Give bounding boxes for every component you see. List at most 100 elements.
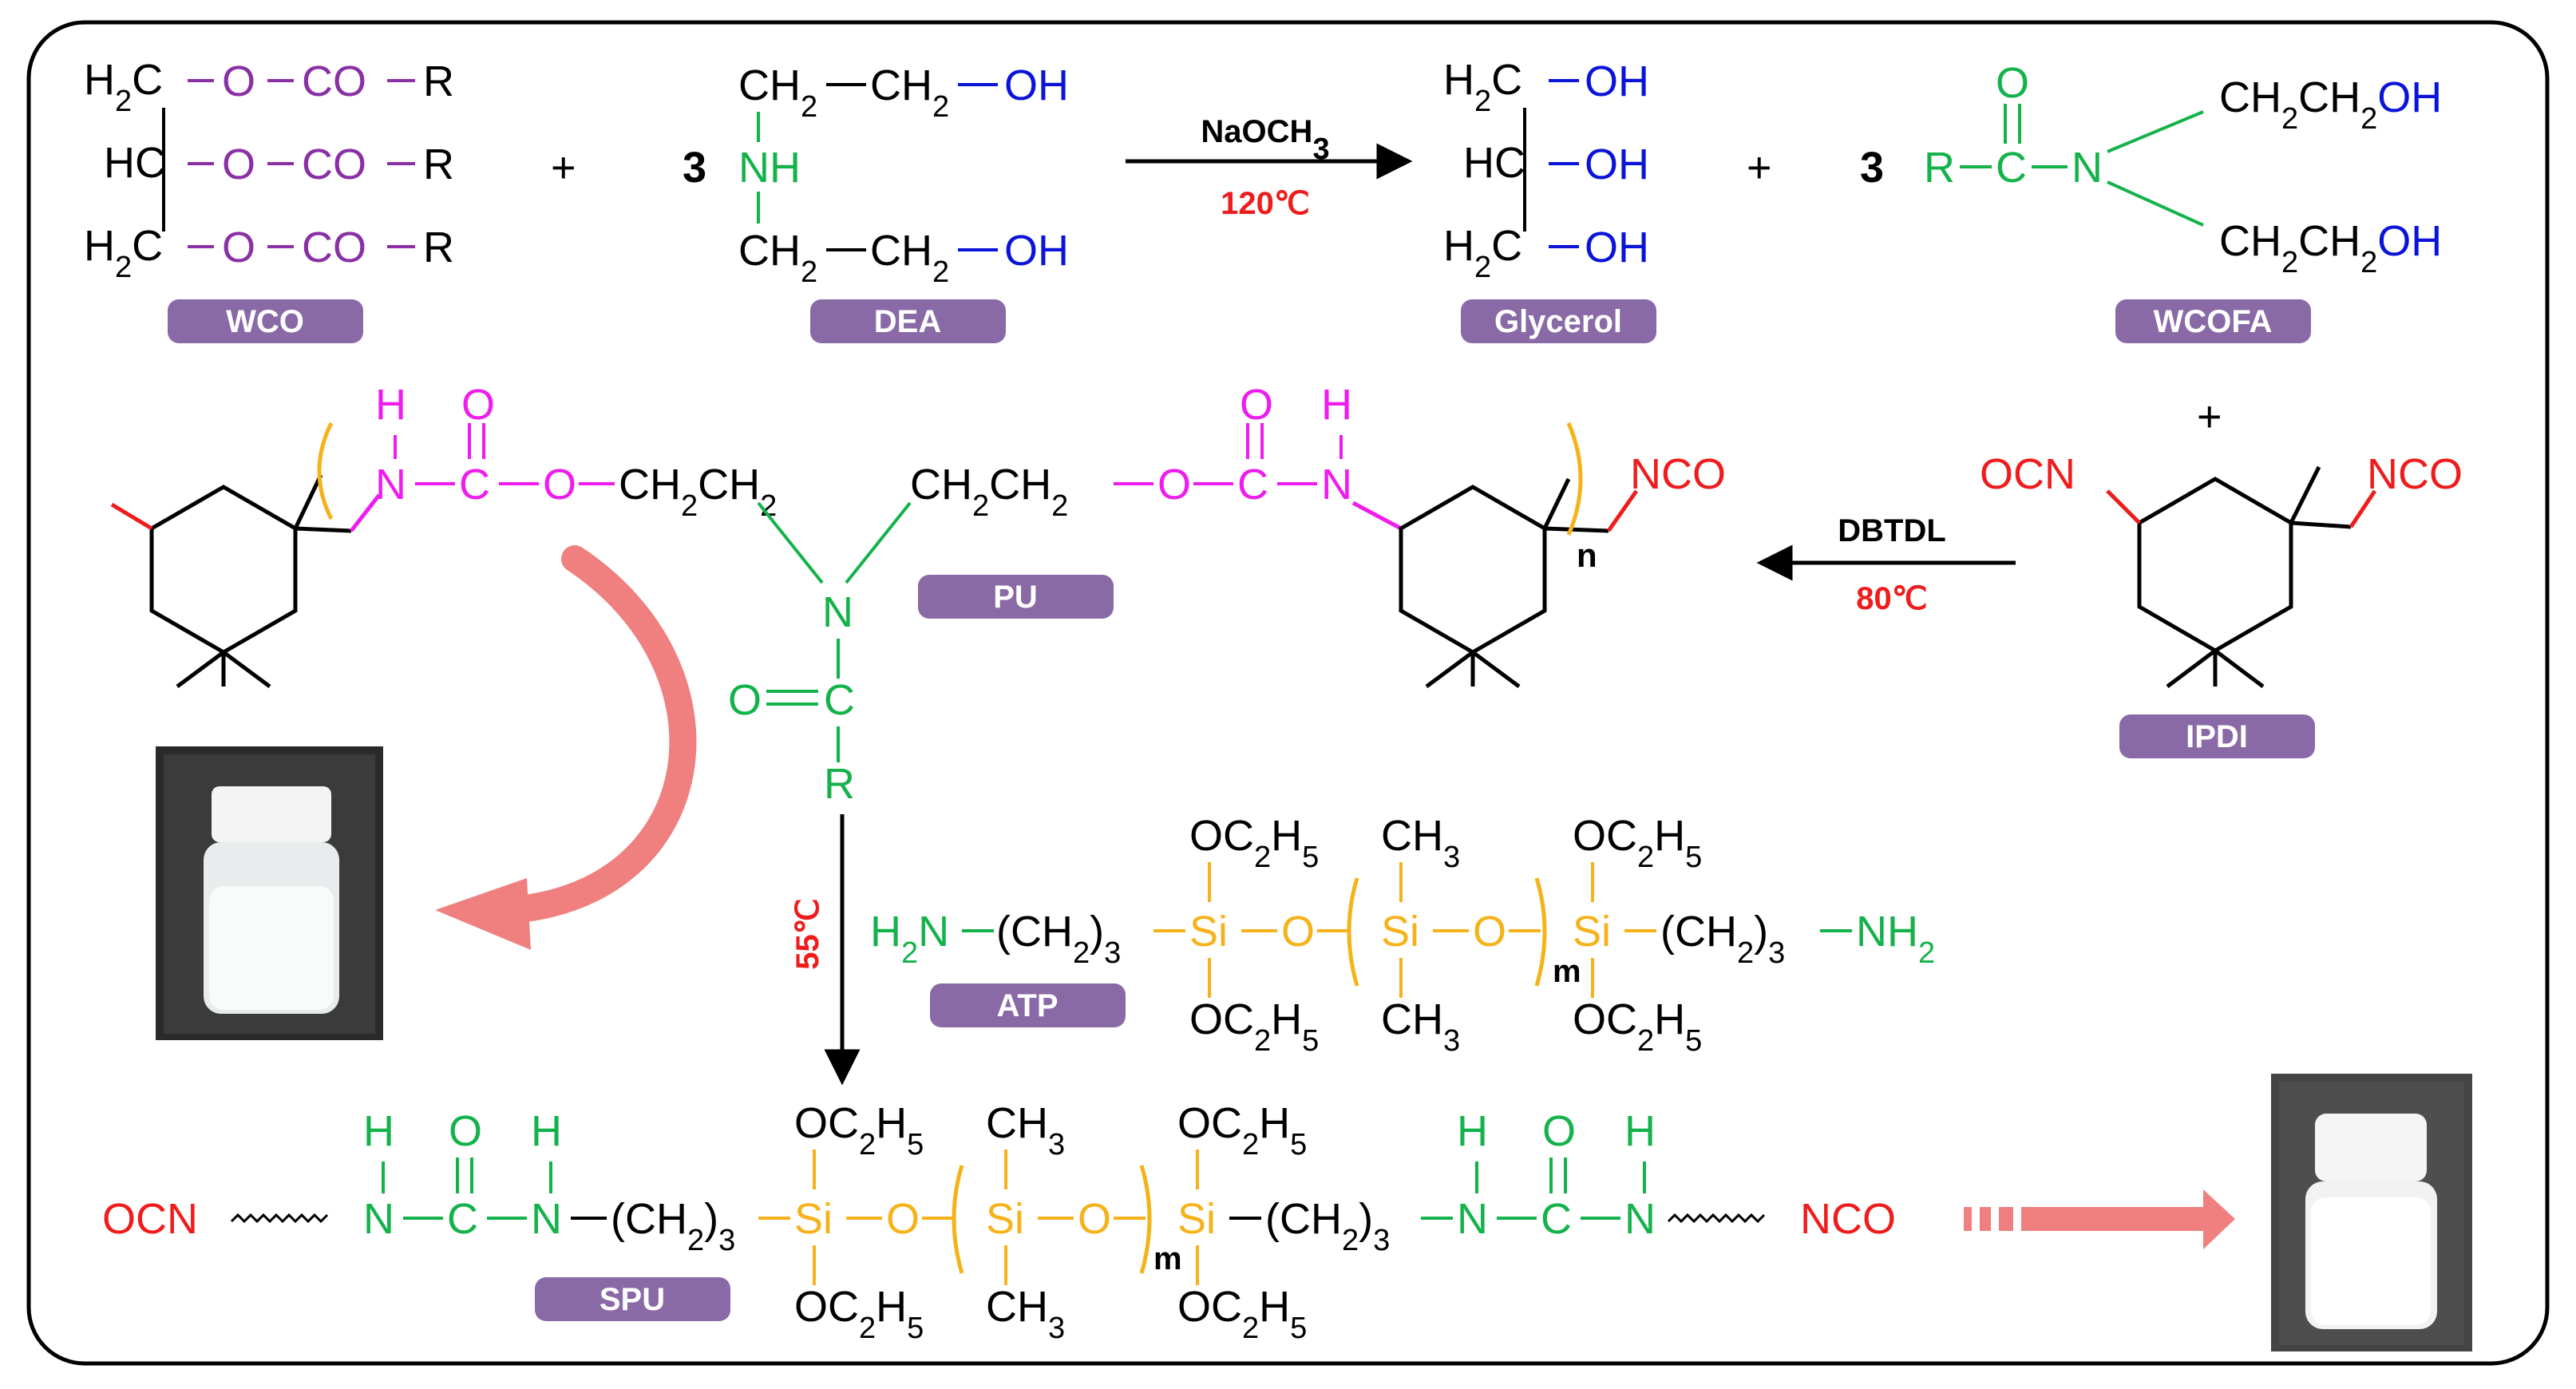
glycerol-oh-3: OH: [1585, 224, 1649, 271]
svg-text:O: O: [543, 461, 576, 509]
svg-text:Si: Si: [986, 1195, 1024, 1243]
svg-text:N: N: [1321, 461, 1352, 509]
reaction-arrow-2: DBTDL 80℃: [1756, 513, 2016, 616]
wco-o-2: O: [222, 140, 255, 188]
svg-text:CH3: CH3: [986, 1099, 1065, 1161]
svg-text:O: O: [1078, 1195, 1111, 1243]
plus-2: +: [1747, 144, 1772, 192]
svg-text:Si: Si: [1177, 1195, 1216, 1243]
svg-text:O: O: [1157, 461, 1191, 509]
label-pu: PU: [918, 575, 1114, 619]
wco-h2c-2: H2C: [84, 222, 163, 284]
svg-text:OC2H5: OC2H5: [794, 1283, 924, 1345]
svg-text:NCO: NCO: [2367, 450, 2463, 498]
wcofa-structure: 3 R C O N CH2CH2OH CH2CH2OH: [1860, 59, 2442, 279]
svg-text:H: H: [375, 381, 406, 429]
svg-text:R: R: [1924, 144, 1955, 192]
label-wco: WCO: [168, 299, 363, 343]
dea-structure: 3 CH2 CH2 OH NH CH2 CH2 OH: [683, 61, 1069, 289]
wco-structure: H2C HC H2C O CO O CO O CO R R R: [84, 56, 454, 284]
scheme-frame: [26, 20, 2550, 1366]
reaction-arrow-1: NaOCH3 120℃: [1126, 114, 1413, 221]
pink-curved-arrow: [435, 545, 697, 950]
svg-text:CH3: CH3: [1381, 995, 1460, 1058]
wco-hc: HC: [104, 139, 166, 187]
svg-text:OCN: OCN: [1980, 450, 2075, 498]
svg-text:O: O: [728, 676, 762, 724]
wco-r-3: R: [423, 224, 454, 271]
dea-oh-1: OH: [1004, 61, 1069, 109]
svg-text:H: H: [1624, 1107, 1656, 1155]
svg-text:CH2: CH2: [870, 227, 949, 289]
svg-text:N: N: [363, 1195, 394, 1243]
label-glycerol: Glycerol: [1461, 299, 1656, 343]
condition-naoch3: NaOCH3: [1201, 114, 1329, 166]
svg-text:O: O: [1542, 1107, 1576, 1155]
svg-text:H: H: [1457, 1107, 1488, 1155]
svg-text:CH3: CH3: [986, 1283, 1065, 1345]
svg-text:N: N: [2071, 144, 2103, 192]
condition-55c: 55℃: [790, 898, 825, 969]
atp-repeat-m: m: [1553, 954, 1581, 989]
svg-text:DEA: DEA: [874, 304, 941, 339]
label-atp: ATP: [930, 983, 1126, 1027]
svg-text:H: H: [363, 1107, 394, 1155]
label-wcofa: WCOFA: [2115, 299, 2311, 343]
svg-text:H: H: [1321, 381, 1352, 429]
spu-repeat-m: m: [1153, 1241, 1182, 1276]
svg-text:C: C: [447, 1195, 478, 1243]
plus-3: +: [2197, 393, 2222, 441]
svg-text:OC2H5: OC2H5: [1189, 995, 1319, 1058]
svg-text:N: N: [375, 461, 406, 509]
glycerol-oh-2: OH: [1585, 140, 1649, 188]
svg-text:CH2CH2: CH2CH2: [910, 461, 1068, 523]
svg-text:H2N: H2N: [870, 908, 949, 970]
svg-text:H: H: [531, 1107, 562, 1155]
svg-text:Si: Si: [1381, 908, 1419, 956]
svg-text:Glycerol: Glycerol: [1494, 304, 1622, 339]
wco-o-1: O: [222, 57, 255, 105]
condition-dbtdl: DBTDL: [1838, 513, 1946, 548]
svg-text:PU: PU: [993, 580, 1038, 615]
wco-co-1: CO: [302, 57, 366, 105]
svg-text:O: O: [1996, 59, 2029, 107]
svg-text:N: N: [822, 588, 853, 636]
wco-r-2: R: [423, 140, 454, 188]
dea-oh-2: OH: [1004, 227, 1069, 275]
svg-text:CH2: CH2: [738, 227, 817, 289]
condition-120c: 120℃: [1221, 186, 1310, 221]
svg-text:OC2H5: OC2H5: [1573, 995, 1702, 1058]
svg-text:C: C: [1541, 1195, 1572, 1243]
wco-co-2: CO: [302, 140, 366, 188]
wco-h2c-1: H2C: [84, 56, 163, 118]
svg-text:C: C: [459, 461, 490, 509]
svg-text:IPDI: IPDI: [2186, 719, 2248, 754]
svg-text:NCO: NCO: [1630, 450, 1726, 498]
wco-r-1: R: [423, 57, 454, 105]
svg-text:H2C: H2C: [1443, 222, 1522, 284]
svg-text:CH2: CH2: [738, 61, 817, 124]
svg-text:C: C: [824, 676, 855, 724]
svg-text:OC2H5: OC2H5: [1177, 1283, 1307, 1345]
svg-text:N: N: [1624, 1195, 1656, 1243]
svg-text:Si: Si: [1573, 908, 1611, 956]
label-dea: DEA: [810, 299, 1006, 343]
svg-text:O: O: [449, 1107, 482, 1155]
svg-text:O: O: [1240, 381, 1273, 429]
wco-co-3: CO: [302, 224, 366, 271]
pink-dashed-arrow: [1964, 1189, 2235, 1249]
glycerol-oh-1: OH: [1585, 57, 1649, 105]
svg-text:O: O: [1281, 908, 1315, 956]
svg-text:WCO: WCO: [226, 304, 304, 339]
svg-text:(CH2)3: (CH2)3: [1265, 1195, 1390, 1257]
svg-text:CH2CH2: CH2CH2: [619, 461, 777, 523]
plus-1: +: [551, 144, 576, 192]
svg-text:WCOFA: WCOFA: [2154, 304, 2273, 339]
svg-text:NH2: NH2: [1856, 908, 1935, 970]
svg-text:NCO: NCO: [1800, 1195, 1896, 1243]
dea-coefficient: 3: [683, 144, 706, 192]
svg-text:N: N: [1457, 1195, 1488, 1243]
svg-text:CH2CH2OH: CH2CH2OH: [2219, 73, 2442, 136]
svg-text:HC: HC: [1463, 139, 1525, 187]
